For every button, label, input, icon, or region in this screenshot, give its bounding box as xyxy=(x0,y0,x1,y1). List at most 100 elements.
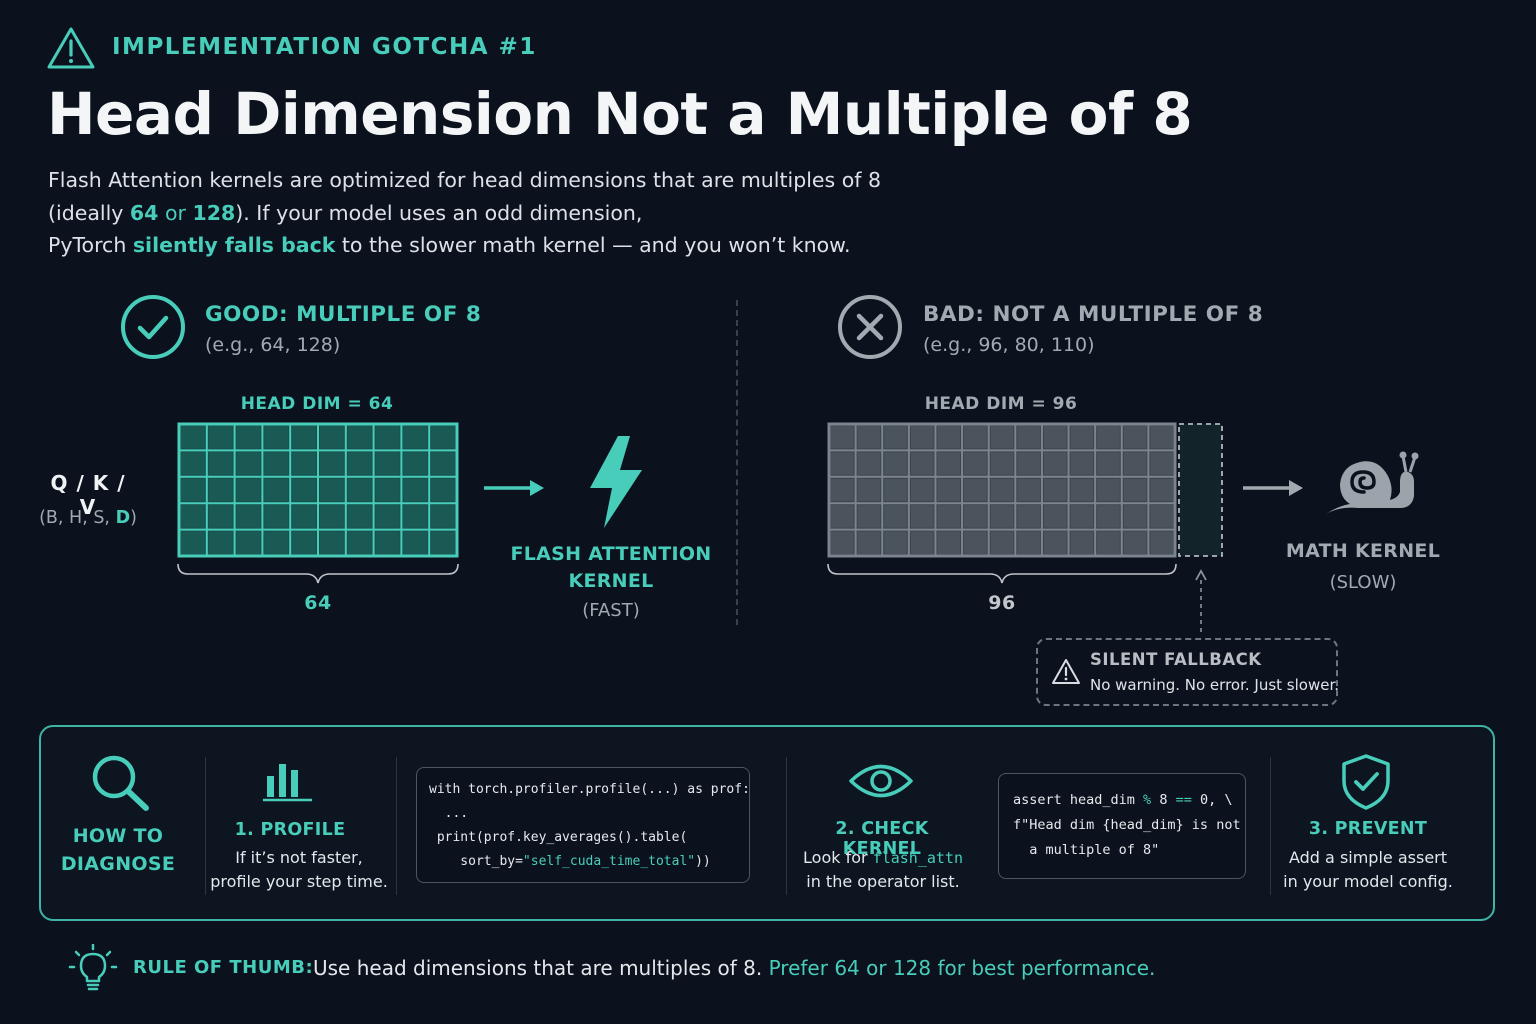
bad-grid-cell xyxy=(937,452,961,475)
bad-grid-cell xyxy=(884,478,907,502)
bad-grid-cell xyxy=(964,452,987,475)
bad-grid-cell xyxy=(831,505,854,528)
bad-grid-cell xyxy=(1150,505,1173,528)
step-profile-title: 1. PROFILE xyxy=(234,820,346,840)
bad-grid-cell xyxy=(910,452,934,475)
good-grid-cell xyxy=(431,478,455,502)
diagnose-panel xyxy=(39,725,1495,921)
bad-grid-cell xyxy=(937,531,961,554)
arrow-right-icon xyxy=(1243,480,1303,496)
bad-grid-cell xyxy=(1017,426,1040,449)
intro-highlight-64: 64 xyxy=(129,200,159,225)
flash-attn-code: flash_attn xyxy=(872,849,963,867)
good-width-brace xyxy=(177,563,459,584)
bad-grid-cell xyxy=(1070,531,1094,554)
rule-of-thumb-text: Use head dimensions that are multiples o… xyxy=(313,956,1155,980)
bad-grid-cell xyxy=(1150,452,1173,475)
bad-grid-cell xyxy=(857,452,881,475)
check-circle-icon xyxy=(121,295,185,359)
good-grid-cell xyxy=(236,452,261,475)
step-prevent-text-2: in your model config. xyxy=(1283,872,1453,891)
good-grid-cell xyxy=(347,452,372,475)
good-grid-cell xyxy=(403,505,428,528)
bad-grid-cell xyxy=(1123,531,1147,554)
good-grid-cell xyxy=(431,452,455,475)
panel-separator xyxy=(786,757,787,895)
code-line: ... xyxy=(429,806,469,821)
step-check-kernel-text-2: in the operator list. xyxy=(806,872,960,891)
good-grid-cell xyxy=(375,426,400,449)
step-prevent-text: Add a simple assert in your model config… xyxy=(1276,846,1460,894)
warning-icon xyxy=(47,27,95,69)
code-string: "self_cuda_time_total" xyxy=(522,854,696,869)
step-prevent-title: 3. PREVENT xyxy=(1308,819,1428,839)
rule-of-thumb-label: RULE OF THUMB: xyxy=(133,957,314,978)
qkv-dims-text: ) xyxy=(130,508,137,528)
rule-text: Use head dimensions that are multiples o… xyxy=(313,956,763,980)
good-grid-cell xyxy=(264,531,289,554)
good-width-label: 64 xyxy=(304,592,332,614)
good-grid-cell xyxy=(236,531,261,554)
good-grid-cell xyxy=(320,426,344,449)
panel-separator xyxy=(1270,757,1271,895)
good-grid-cell xyxy=(403,531,428,554)
eyebrow-label: IMPLEMENTATION GOTCHA #1 xyxy=(112,34,537,60)
bad-grid-cell xyxy=(990,452,1014,475)
good-grid-cell xyxy=(403,426,428,449)
code-line: print(prof.key_averages().table( xyxy=(429,830,688,845)
bad-grid-cell xyxy=(857,531,881,554)
good-grid-cell xyxy=(181,505,205,528)
bad-grid-cell xyxy=(1043,478,1067,502)
code-text: sort_by= xyxy=(429,854,523,869)
math-kernel-speed: (SLOW) xyxy=(1329,572,1397,593)
bad-grid-cell xyxy=(884,505,907,528)
bad-grid-cell xyxy=(831,531,854,554)
good-grid-cell xyxy=(208,531,233,554)
code-line: sort_by="self_cuda_time_total")) xyxy=(429,850,749,874)
good-section-title: GOOD: MULTIPLE OF 8 xyxy=(205,302,482,327)
bad-grid-cell xyxy=(1043,505,1067,528)
step-prevent-text-1: Add a simple assert xyxy=(1288,848,1448,867)
panel-separator xyxy=(205,757,206,895)
good-grid-cell xyxy=(292,478,316,502)
x-circle-icon xyxy=(838,295,902,359)
bad-grid-cell xyxy=(1097,531,1120,554)
bad-head-dim-label: HEAD DIM = 96 xyxy=(924,394,1078,414)
bad-grid-cell xyxy=(857,478,881,502)
step-check-kernel-title: 2. CHECK KERNEL xyxy=(835,819,929,859)
bad-grid-cell xyxy=(1070,505,1094,528)
good-grid-cell xyxy=(181,531,205,554)
code-operator: % xyxy=(1143,792,1152,808)
bad-grid-cell xyxy=(1123,478,1147,502)
bad-grid-cell xyxy=(937,478,961,502)
panel-separator xyxy=(396,757,397,895)
flash-kernel-speed: (FAST) xyxy=(582,600,640,621)
code-line: f"Head dim {head_dim} is not xyxy=(1013,817,1241,833)
flash-kernel-name-1: FLASH ATTENTION xyxy=(510,543,712,565)
search-icon xyxy=(92,755,149,811)
lightning-icon xyxy=(590,436,642,528)
good-section-subtitle: (e.g., 64, 128) xyxy=(205,334,341,356)
bad-grid-cell xyxy=(1017,478,1040,502)
bad-grid-cell xyxy=(857,426,881,449)
eye-icon xyxy=(849,764,913,798)
good-grid-cell xyxy=(208,452,233,475)
good-grid-cell xyxy=(292,505,316,528)
bad-grid-cell xyxy=(1017,531,1040,554)
good-grid-cell xyxy=(292,531,316,554)
good-grid-cell xyxy=(264,505,289,528)
good-grid-cell xyxy=(181,452,205,475)
lightbulb-icon xyxy=(68,944,118,991)
bad-grid-cell xyxy=(1150,531,1173,554)
section-divider xyxy=(736,300,738,625)
bad-grid-cell xyxy=(1097,478,1120,502)
intro-text: ). If your model uses an odd dimension, xyxy=(235,200,643,225)
step-profile-text-2: profile your step time. xyxy=(210,872,388,891)
arrow-right-icon xyxy=(484,480,544,496)
intro-line-2: (ideally 64 or 128). If your model uses … xyxy=(48,197,928,230)
intro-highlight-fallback: silently falls back xyxy=(132,233,336,257)
diagnose-title-1: HOW TO xyxy=(72,825,164,847)
bad-width-label: 96 xyxy=(988,592,1016,614)
bad-grid-cell xyxy=(884,426,907,449)
intro-text: (ideally xyxy=(48,200,130,225)
